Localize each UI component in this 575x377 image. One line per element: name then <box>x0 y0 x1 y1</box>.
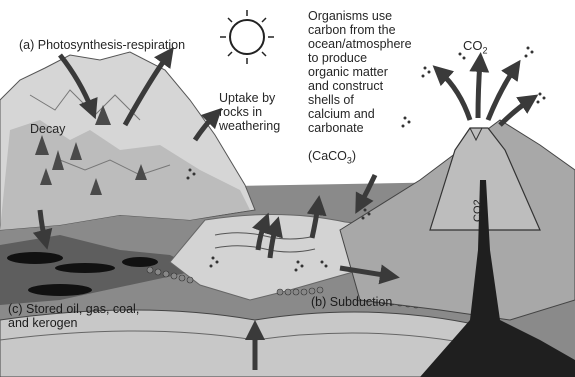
decay-label: Decay <box>30 122 65 136</box>
weathering-uptake-label: Uptake by rocks in weathering <box>219 91 280 133</box>
sun-icon <box>220 10 274 64</box>
co2-volcano-label: CO2 <box>463 39 488 58</box>
caco3-label: (CaCO3) <box>308 149 356 168</box>
co2-subscript: 2 <box>483 46 488 56</box>
co2-text: CO <box>463 38 483 53</box>
subduction-label: (b) Subduction <box>311 295 392 309</box>
stored-fuels-label: (c) Stored oil, gas, coal, and kerogen <box>8 302 139 330</box>
photosynthesis-respiration-label: (a) Photosynthesis-respiration <box>19 38 185 52</box>
co2-vertical-label: CO2 <box>472 199 484 222</box>
caco3-suffix: ) <box>352 149 356 163</box>
caco3-prefix: (CaCO <box>308 149 347 163</box>
organisms-label: Organisms use carbon from the ocean/atmo… <box>308 9 412 135</box>
